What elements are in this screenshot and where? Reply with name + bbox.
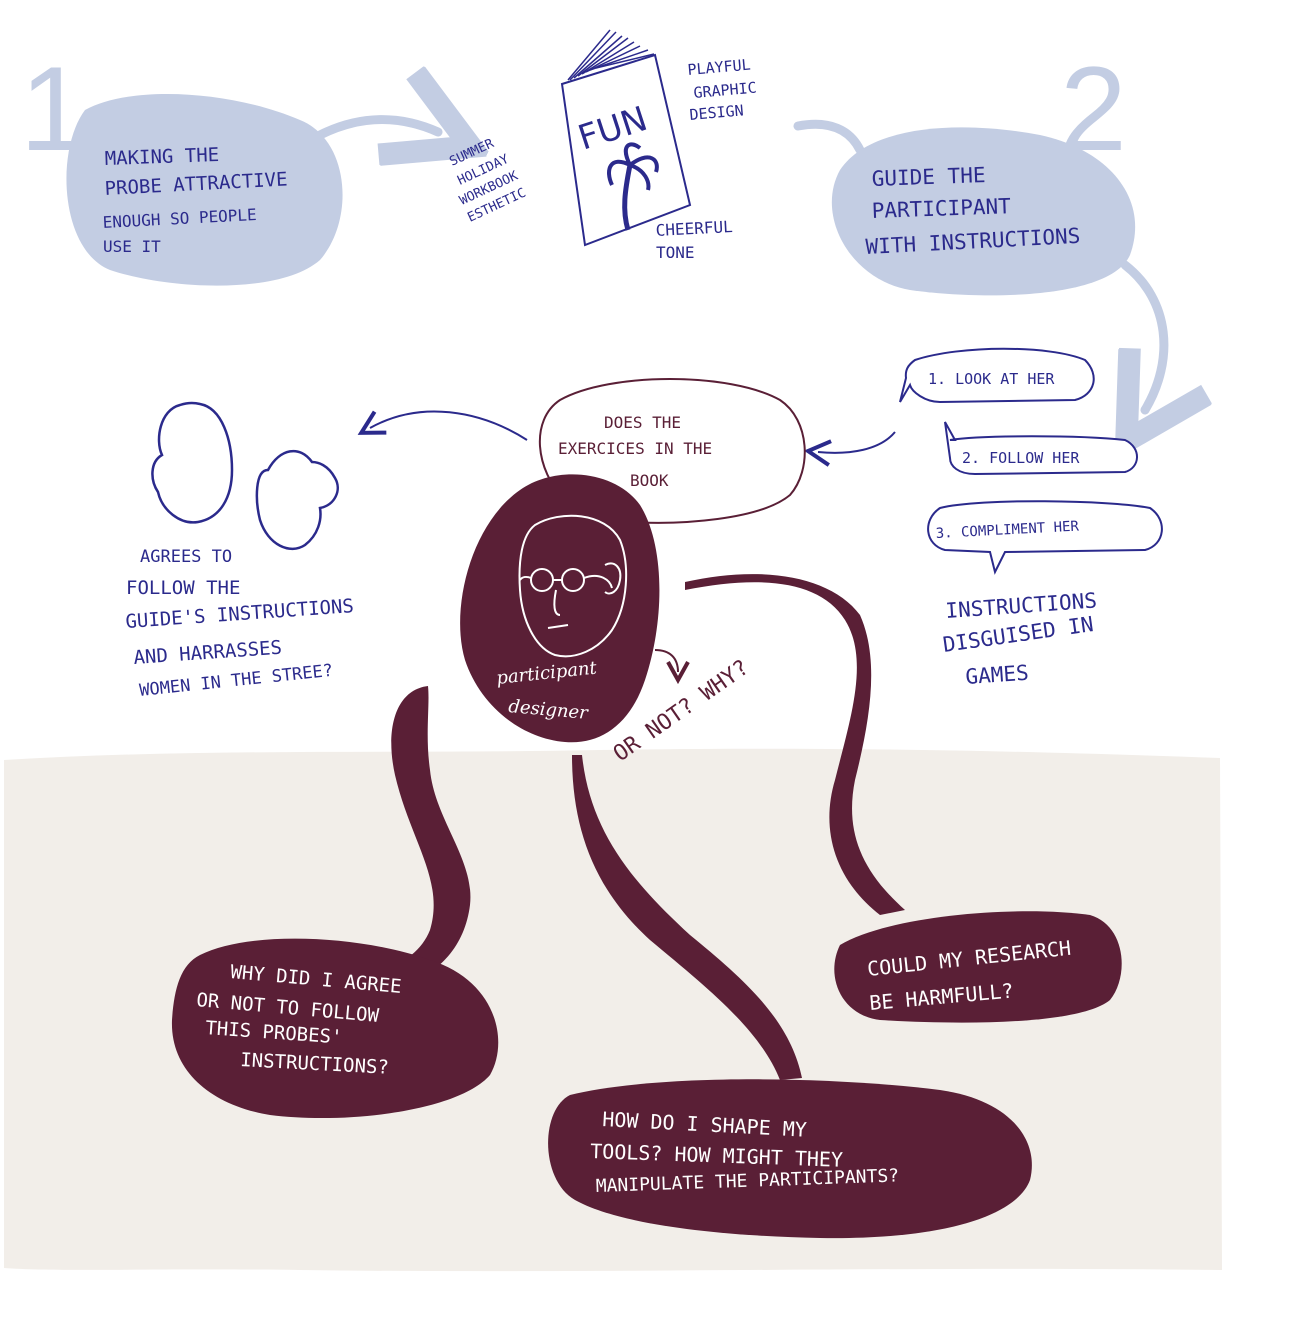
question-2-group: HOW DO I SHAPE MY TOOLS? HOW MIGHT THEY … — [548, 1079, 1032, 1239]
agrees-line-2: FOLLOW THE — [126, 577, 240, 599]
instruction-bubble-3 — [927, 500, 1163, 575]
book-group: FUN SUMMER HOLIDAY WORKBOOK ESTHETIC PLA… — [447, 29, 758, 262]
book-right-top-note: PLAYFUL GRAPHIC DESIGN — [687, 56, 758, 124]
instructions-to-bubble-arrow — [818, 431, 896, 453]
question-1-blob — [171, 938, 499, 1119]
book-right-bottom-line-2: TONE — [656, 243, 695, 262]
agrees-line-5: WOMEN IN THE STREE? — [138, 661, 333, 701]
question-3-group: COULD MY RESEARCH BE HARMFULL? — [834, 911, 1122, 1023]
tentacle-left — [360, 686, 471, 985]
tentacles — [360, 574, 905, 1080]
step1-arrow — [315, 120, 438, 135]
agrees-line-4: AND HARRASSES — [133, 637, 283, 669]
step2-blob — [831, 127, 1136, 296]
palm-tree-icon — [607, 142, 659, 231]
question-1-group: WHY DID I AGREE OR NOT TO FOLLOW THIS PR… — [171, 938, 499, 1119]
figure-head-blob — [460, 474, 660, 743]
center-to-figures-arrow — [370, 410, 528, 441]
agrees-line-3: GUIDE'S INSTRUCTIONS — [125, 595, 355, 633]
instruction-item-3: 3. COMPLIMENT HER — [935, 518, 1079, 542]
tentacle-middle — [572, 755, 802, 1080]
step2-line-1: GUIDE THE — [871, 163, 986, 191]
step1-line-4: USE IT — [103, 237, 161, 256]
step2-line-2: PARTICIPANT — [871, 194, 1011, 223]
instruction-item-1: 1. LOOK AT HER — [928, 370, 1055, 388]
step1-group: 1 MAKING THE PROBE ATTRACTIVE ENOUGH SO … — [20, 42, 438, 286]
participant-designer-figure: participant designer — [460, 474, 660, 743]
two-heads-icon — [151, 401, 339, 551]
center-bubble-line-3: BOOK — [630, 471, 669, 490]
book-pages-icon — [567, 29, 655, 81]
book-right-bottom-note: CHEERFUL TONE — [655, 217, 733, 262]
instruction-bubble-2 — [944, 421, 1138, 476]
step1-line-1: MAKING THE — [104, 144, 219, 170]
question-2-blob — [548, 1079, 1032, 1239]
step2-connector-arrow — [793, 119, 865, 155]
step2-group: 2 GUIDE THE PARTICIPANT WITH INSTRUCTION… — [793, 42, 1164, 410]
book-left-note: SUMMER HOLIDAY WORKBOOK ESTHETIC — [447, 136, 528, 226]
question-3-blob — [834, 911, 1122, 1023]
center-bubble-line-1: DOES THE — [604, 413, 681, 432]
or-not-arrow — [654, 649, 678, 672]
book-right-top-line-1: PLAYFUL — [687, 56, 752, 79]
instructions-caption-line-3: GAMES — [965, 661, 1030, 689]
instruction-item-2: 2. FOLLOW HER — [962, 449, 1080, 467]
center-bubble-text: DOES THE EXERCICES IN THE BOOK — [558, 413, 712, 490]
agrees-line-1: AGREES TO — [140, 547, 232, 567]
agrees-text: AGREES TO FOLLOW THE GUIDE'S INSTRUCTION… — [125, 547, 355, 701]
book-right-top-line-3: DESIGN — [689, 101, 745, 124]
face-icon — [518, 514, 628, 658]
instructions-group: 1. LOOK AT HER 2. FOLLOW HER 3. COMPLIME… — [818, 347, 1163, 689]
step2-down-arrow — [1125, 260, 1164, 410]
book-right-bottom-line-1: CHEERFUL — [655, 217, 733, 240]
instructions-caption: INSTRUCTIONS DISGUISED IN GAMES — [941, 588, 1097, 689]
step1-blob — [66, 93, 343, 286]
book-right-top-line-2: GRAPHIC — [693, 79, 758, 102]
center-bubble-line-2: EXERCICES IN THE — [558, 439, 712, 458]
instruction-bubble-1 — [899, 347, 1095, 404]
tentacle-right — [685, 574, 905, 915]
